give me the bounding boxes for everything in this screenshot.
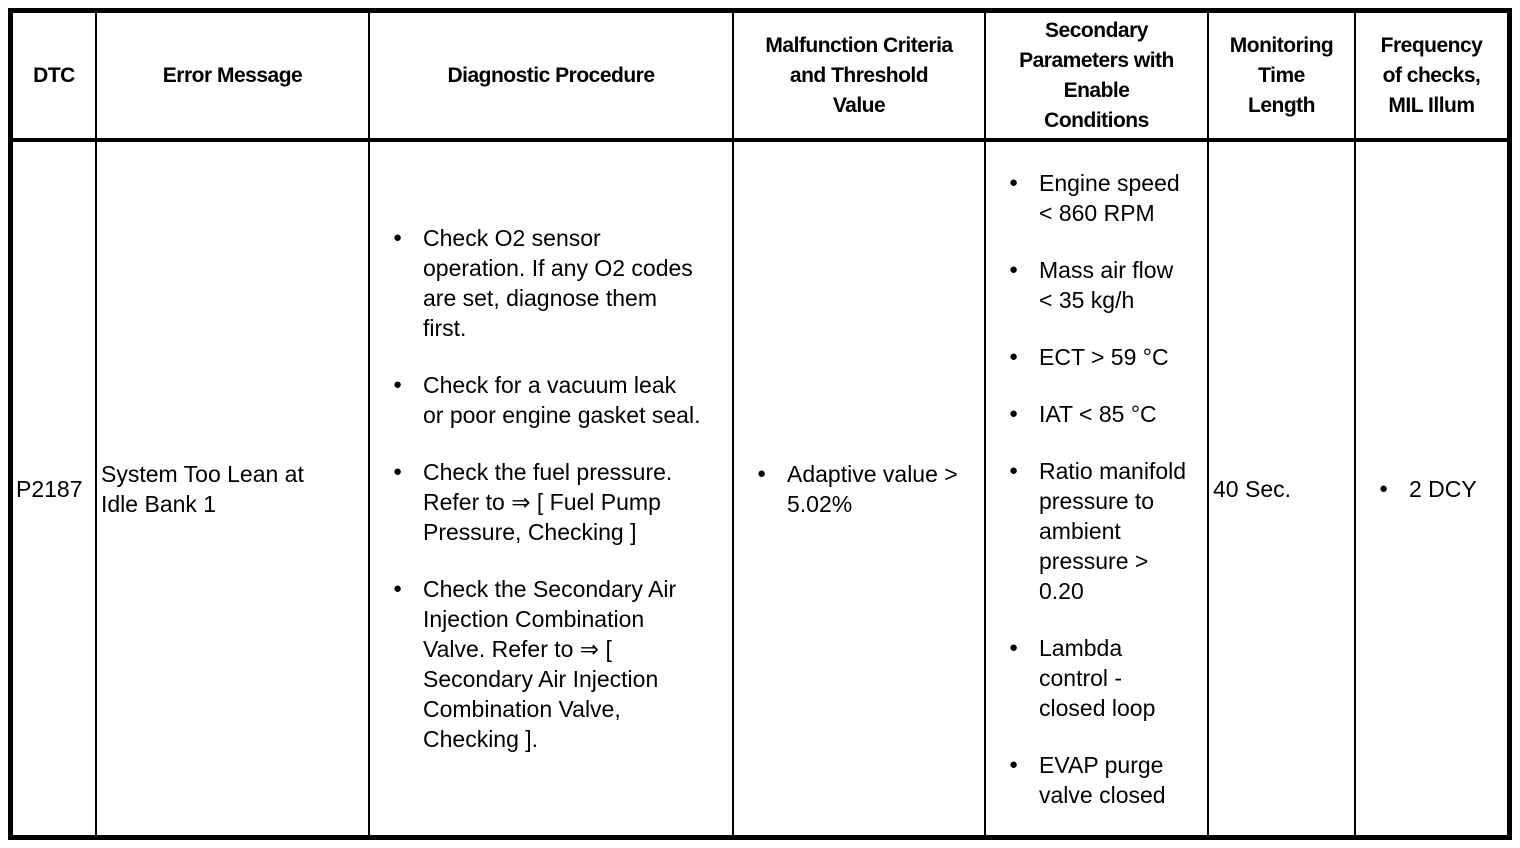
procedure-step-text: Check the fuel pressure. Refer to ⇒ [ Fu… — [423, 459, 673, 545]
cell-frequency: ● 2 DCY — [1356, 142, 1507, 835]
procedure-step-text: Check the Secondary Air Injection Combin… — [423, 576, 677, 752]
monitoring-time-text: 40 Sec. — [1213, 475, 1291, 502]
header-malfunction-criteria-label: Malfunction Criteria and Threshold Value — [765, 33, 953, 117]
bullet-icon: ● — [393, 376, 403, 393]
list-item: ● IAT < 85 °C — [1009, 399, 1186, 429]
cell-monitoring-time: 40 Sec. — [1209, 142, 1356, 835]
list-item: ● Adaptive value > 5.02% — [757, 459, 958, 519]
header-secondary-parameters: Secondary Parameters with Enable Conditi… — [986, 13, 1209, 142]
list-item: ● Lambda control - closed loop — [1009, 633, 1186, 723]
malfunction-criteria-text: Adaptive value > 5.02% — [787, 460, 958, 517]
secondary-parameters-list: ● Engine speed < 860 RPM ● Mass air flow… — [1009, 168, 1186, 810]
header-malfunction-criteria: Malfunction Criteria and Threshold Value — [734, 13, 986, 142]
frequency-text: 2 DCY — [1409, 475, 1477, 502]
secondary-parameter-text: IAT < 85 °C — [1039, 400, 1157, 427]
table-header-row: DTC Error Message Diagnostic Procedure M… — [13, 13, 1507, 142]
header-diagnostic-procedure-label: Diagnostic Procedure — [447, 63, 655, 87]
header-frequency-label: Frequency of checks, MIL Illum — [1380, 33, 1483, 117]
bullet-icon: ● — [1009, 461, 1019, 479]
bullet-icon: ● — [393, 463, 403, 480]
bullet-icon: ● — [1009, 260, 1019, 278]
table-data-row: P2187 System Too Lean at Idle Bank 1 ● C… — [13, 142, 1507, 835]
list-item: ● Check O2 sensor operation. If any O2 c… — [393, 223, 700, 343]
list-item: ● Ratio manifold pressure to ambient pre… — [1009, 456, 1186, 606]
list-item: ● Engine speed < 860 RPM — [1009, 168, 1186, 228]
bullet-icon: ● — [1009, 173, 1019, 191]
header-error-message-label: Error Message — [162, 63, 303, 87]
bullet-icon: ● — [1009, 755, 1019, 773]
frequency-list: ● 2 DCY — [1379, 474, 1477, 504]
header-monitoring-time-label: Monitoring Time Length — [1229, 33, 1334, 117]
list-item: ● Check the Secondary Air Injection Comb… — [393, 574, 700, 754]
cell-diagnostic-procedure: ● Check O2 sensor operation. If any O2 c… — [370, 142, 734, 835]
header-monitoring-time: Monitoring Time Length — [1209, 13, 1356, 142]
cell-secondary-parameters: ● Engine speed < 860 RPM ● Mass air flow… — [986, 142, 1209, 835]
secondary-parameter-text: Mass air flow < 35 kg/h — [1039, 256, 1174, 313]
secondary-parameter-text: Lambda control - closed loop — [1039, 634, 1156, 721]
header-diagnostic-procedure: Diagnostic Procedure — [370, 13, 734, 142]
list-item: ● Mass air flow < 35 kg/h — [1009, 255, 1186, 315]
bullet-icon: ● — [1009, 638, 1019, 656]
bullet-icon: ● — [757, 464, 767, 482]
dtc-code: P2187 — [16, 475, 83, 502]
cell-error-message: System Too Lean at Idle Bank 1 — [97, 142, 370, 835]
procedure-step-text: Check for a vacuum leak or poor engine g… — [423, 372, 701, 428]
bullet-icon: ● — [393, 580, 403, 597]
list-item: ● EVAP purge valve closed — [1009, 750, 1186, 810]
list-item: ● Check the fuel pressure. Refer to ⇒ [ … — [393, 457, 700, 547]
cell-malfunction-criteria: ● Adaptive value > 5.02% — [734, 142, 986, 835]
secondary-parameter-text: ECT > 59 °C — [1039, 343, 1169, 370]
secondary-parameter-text: EVAP purge valve closed — [1039, 751, 1166, 808]
dtc-table: DTC Error Message Diagnostic Procedure M… — [8, 8, 1512, 840]
cell-dtc: P2187 — [13, 142, 97, 835]
header-dtc: DTC — [13, 13, 97, 142]
secondary-parameter-text: Ratio manifold pressure to ambient press… — [1039, 457, 1187, 604]
error-message-text: System Too Lean at Idle Bank 1 — [101, 460, 304, 517]
header-dtc-label: DTC — [33, 63, 75, 87]
bullet-icon: ● — [1009, 347, 1019, 365]
header-secondary-parameters-label: Secondary Parameters with Enable Conditi… — [1019, 18, 1174, 132]
secondary-parameter-text: Engine speed < 860 RPM — [1039, 169, 1180, 226]
header-frequency: Frequency of checks, MIL Illum — [1356, 13, 1507, 142]
bullet-icon: ● — [1009, 404, 1019, 422]
header-error-message: Error Message — [97, 13, 370, 142]
bullet-icon: ● — [393, 229, 403, 246]
list-item: ● Check for a vacuum leak or poor engine… — [393, 370, 700, 430]
procedure-step-text: Check O2 sensor operation. If any O2 cod… — [423, 225, 693, 341]
malfunction-criteria-list: ● Adaptive value > 5.02% — [757, 459, 958, 519]
list-item: ● 2 DCY — [1379, 474, 1477, 504]
bullet-icon: ● — [1379, 479, 1389, 497]
list-item: ● ECT > 59 °C — [1009, 342, 1186, 372]
diagnostic-procedure-list: ● Check O2 sensor operation. If any O2 c… — [393, 223, 700, 754]
